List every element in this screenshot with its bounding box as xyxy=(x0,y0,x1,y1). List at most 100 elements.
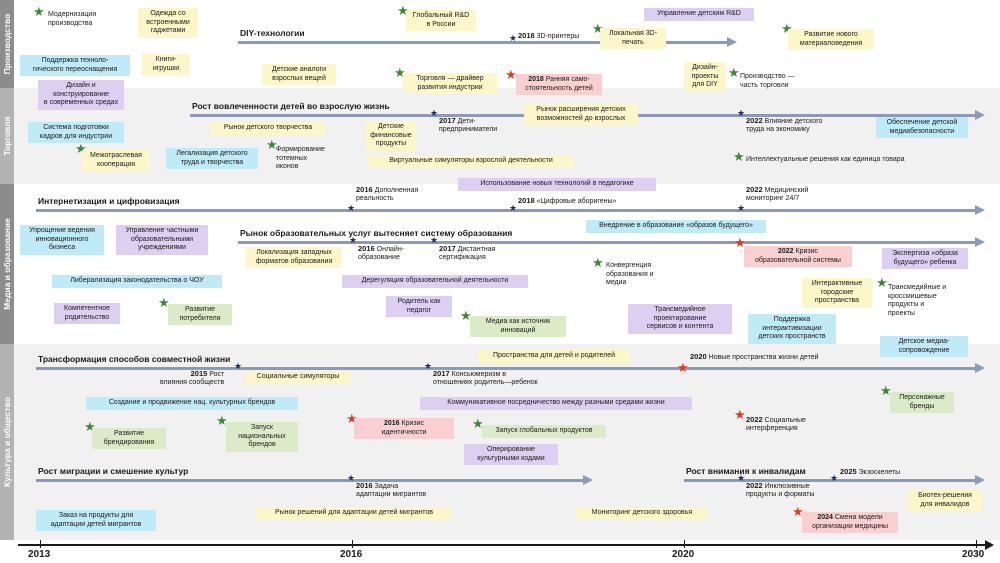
event-2022-incl: 2022 Инклюзивные продукты и форматы xyxy=(746,481,815,500)
note-trade-driver: Торговля — драйвер развития индустрии xyxy=(403,73,497,95)
event-dot-icon: ★ xyxy=(430,235,439,245)
trend-migration-label: Рост миграции и смешение культур xyxy=(38,466,189,476)
event-dot-icon: ★ xyxy=(737,473,746,483)
note-competent-parent: Компетентное родительство xyxy=(54,303,120,325)
note-fin-products: Детские финансовые продукты xyxy=(366,121,416,151)
event-text: Консьюмеризм в отношениях родитель—ребен… xyxy=(433,371,538,387)
event-text: Онлайн- образование xyxy=(358,246,405,262)
event-text: Экзоскелеты xyxy=(858,469,901,476)
note-totem-icons: Формирование тотемных иконов xyxy=(276,146,325,171)
event-2024: 2024 Смена модели организации медицины xyxy=(802,512,898,534)
note-rd-russia: Глобальный R&D в России xyxy=(406,10,476,32)
star-icon: ★ xyxy=(84,419,96,434)
event-2018-digital: 2018 «Цифровые аборигены» xyxy=(518,196,617,206)
section-label: Торговля xyxy=(2,116,12,156)
note-solutions-migrants: Рынок решений для адаптации детей мигран… xyxy=(256,507,452,520)
event-year: 2022 xyxy=(746,185,763,194)
event-year: 2015 xyxy=(190,369,208,378)
note-national-brands: Создание и продвижение нац. культурных б… xyxy=(86,397,298,410)
star-icon: ★ xyxy=(75,141,87,156)
event-2018-3d: 2018 3D-принтеры xyxy=(518,31,579,41)
event-2022-labor: 2022 Влияние детского труда на экономику xyxy=(746,116,823,135)
star-icon: ★ xyxy=(876,275,888,290)
event-text: Социальные интерференция xyxy=(746,417,806,433)
note-social-sims: Социальные симуляторы xyxy=(246,371,350,384)
note-transmedia-design: Трансмедийное проектирование сервисов и … xyxy=(628,304,732,334)
event-text: Ранняя само- стоятельность детей xyxy=(525,76,593,92)
trend-edu-market-label: Рынок образовательных услуг вытесняет си… xyxy=(240,228,513,238)
event-year: 2022 xyxy=(746,116,763,125)
star-icon: ★ xyxy=(728,65,740,80)
event-year: 2017 xyxy=(439,116,456,125)
event-year: 2022 xyxy=(777,248,794,255)
event-text: Кризис идентичности xyxy=(381,420,427,436)
event-year: 2022 xyxy=(746,481,763,490)
event-dot-icon: ★ xyxy=(430,108,439,118)
note-comm-mediation: Коммуникативное посредничество между раз… xyxy=(420,397,692,410)
event-year: 2016 xyxy=(383,420,400,427)
note-modernization: Модернизация производства xyxy=(48,11,97,27)
event-2018-early: 2018 Ранняя само- стоятельность детей xyxy=(516,74,602,96)
event-text: Инклюзивные продукты и форматы xyxy=(746,483,815,499)
star-icon: ★ xyxy=(33,4,45,19)
star-icon: ★ xyxy=(880,383,892,398)
event-text: Дополненная реальность xyxy=(356,187,419,203)
event-2022-social: 2022 Социальные интерференция xyxy=(746,415,806,434)
event-year: 2017 xyxy=(433,369,450,378)
note-training-system: Система подготовки кадров для индустрии xyxy=(28,122,124,144)
event-year: 2022 xyxy=(746,415,763,424)
axis-year-2030: 2030 xyxy=(962,549,985,560)
star-icon: ★ xyxy=(592,255,604,270)
section-label: Медиа и образование xyxy=(2,218,12,310)
note-liberalization: Либерализация законодательства о ЧОУ xyxy=(52,275,222,288)
star-icon: ★ xyxy=(592,21,604,36)
note-parent-teacher: Родитель как педагог xyxy=(386,296,452,318)
event-dot-icon: ★ xyxy=(349,235,358,245)
note-biotech: Биотех-решения для инвалидов xyxy=(908,490,982,512)
event-text: Задача адаптации мигрантов xyxy=(356,483,427,499)
event-2016-ident: 2016 Кризис идентичности xyxy=(354,418,454,440)
event-text: Влияние детского труда на экономику xyxy=(746,118,823,134)
note-expertise: Экспертиза «образа будущего» ребенка xyxy=(882,248,968,270)
event-2020: 2020 Новые пространства жизни детей xyxy=(690,352,819,362)
note-retraining: Поддержка техноло- гического переоснащен… xyxy=(20,55,130,77)
note-clothes: Одежда со встроенными гаджетами xyxy=(138,8,198,38)
note-media-safety: Обеспечение детской медиабезопасности xyxy=(876,117,968,139)
note-launch-global: Запуск глобальных продуктов xyxy=(482,425,606,438)
red-star-icon: ★ xyxy=(346,411,358,426)
note-legalization: Легализация детского труда и творчества xyxy=(166,148,258,170)
axis-tick xyxy=(352,540,353,548)
event-year: 2024 xyxy=(817,514,833,521)
note-smart-solutions: Интеллектуальные решения как единица тов… xyxy=(746,156,905,163)
red-star-icon: ★ xyxy=(505,67,517,82)
event-2016-online: 2016 Онлайн- образование xyxy=(358,244,405,263)
event-2022-med: 2022 Медицинский мониторинг 24/7 xyxy=(746,185,808,204)
trend-arrow-disabled xyxy=(684,475,985,485)
note-brand-dev: Развитие брендирования xyxy=(92,428,166,450)
note-products-migrants: Заказ на продукты для адаптации детей ми… xyxy=(36,510,156,532)
star-icon: ★ xyxy=(397,3,409,18)
trend-arrow-internet xyxy=(36,205,985,215)
note-books: Книги- игрушки xyxy=(142,54,190,76)
event-dot-icon: ★ xyxy=(424,361,433,371)
note-consumer-dev: Развитие потребителя xyxy=(168,304,232,326)
star-icon: ★ xyxy=(394,65,406,80)
trend-arrow-diy xyxy=(238,37,737,47)
red-star-icon: ★ xyxy=(792,504,804,519)
note-virtual-sims: Виртуальные симуляторы взрослой деятельн… xyxy=(368,155,574,168)
note-dereg: Дерегуляция образовательной деятельности xyxy=(342,275,528,288)
section-label: Культура и общество xyxy=(2,397,12,487)
event-dot-icon: ★ xyxy=(509,203,518,213)
note-local-3d: Локальная 3D- печать xyxy=(600,28,666,50)
event-dot-icon: ★ xyxy=(737,203,746,213)
note-production-trade: Производство — часть торговли xyxy=(740,73,795,89)
event-2015: 2015 Рост влияния сообществ xyxy=(160,369,224,388)
axis-year-2016: 2016 xyxy=(340,549,363,560)
event-text: Дети- предприниматели xyxy=(439,118,498,134)
axis-year-2020: 2020 xyxy=(672,549,695,560)
event-dot-icon: ★ xyxy=(830,473,839,483)
axis-tick xyxy=(40,540,41,548)
event-dot-icon: ★ xyxy=(234,361,243,371)
event-text: «Цифровые аборигены» xyxy=(536,198,617,205)
trend-disabled-label: Рост внимания к инвалидам xyxy=(686,466,806,476)
